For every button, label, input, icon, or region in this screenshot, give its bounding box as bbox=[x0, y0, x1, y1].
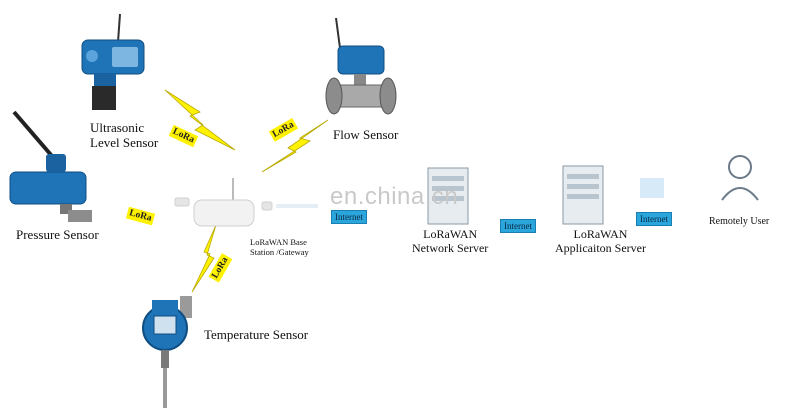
application-server-icon bbox=[562, 165, 604, 225]
lightning-temperature-icon bbox=[191, 224, 217, 293]
application-server-label: LoRaWAN Applicaiton Server bbox=[555, 227, 646, 255]
network-server-label: LoRaWAN Network Server bbox=[412, 227, 489, 255]
internet-tag-gateway: Internet bbox=[331, 210, 367, 224]
temperature-sensor-label: Temperature Sensor bbox=[204, 327, 309, 342]
remote-user-label: Remotely User bbox=[709, 216, 770, 227]
lightning-ultrasonic-icon bbox=[164, 89, 236, 151]
flow-sensor-label: Flow Sensor bbox=[333, 127, 399, 142]
gateway-label: LoRaWAN Base Station /Gateway bbox=[250, 237, 309, 257]
ultrasonic-sensor-icon bbox=[81, 13, 145, 110]
ultrasonic-sensor-label: Ultrasonic Level Sensor bbox=[90, 120, 159, 150]
pressure-sensor-label: Pressure Sensor bbox=[16, 227, 99, 242]
internet-links bbox=[276, 178, 664, 208]
lightning-flow-icon bbox=[261, 119, 329, 173]
internet-tag-user: Internet bbox=[636, 212, 672, 226]
pressure-sensor-icon bbox=[9, 110, 92, 222]
flow-sensor-icon bbox=[325, 17, 397, 115]
watermark-text: en.china.cn bbox=[330, 183, 459, 210]
gateway-icon bbox=[174, 178, 273, 227]
temperature-sensor-icon bbox=[142, 296, 192, 408]
network-server-icon bbox=[427, 167, 469, 225]
internet-tag-servers: Internet bbox=[500, 219, 536, 233]
user-icon bbox=[721, 155, 759, 201]
